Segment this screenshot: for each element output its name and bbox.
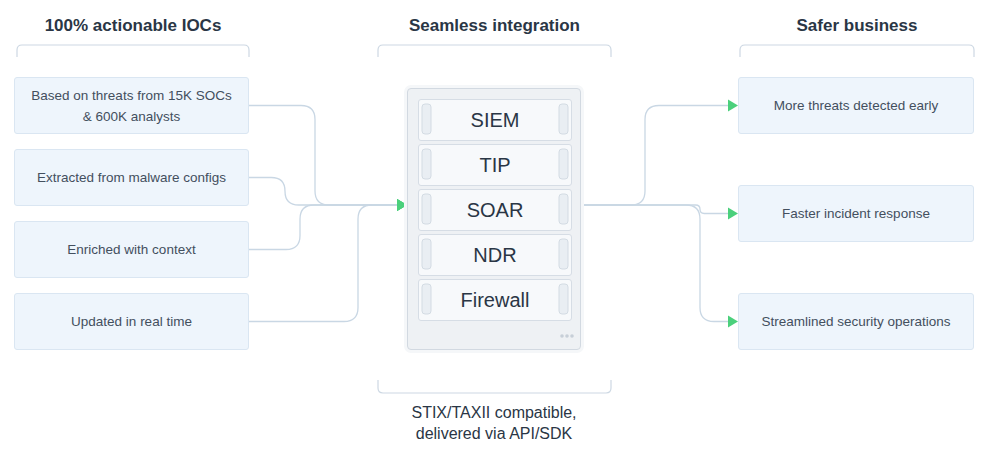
connector xyxy=(581,100,738,206)
connector xyxy=(249,199,407,322)
connector-line xyxy=(249,205,398,322)
source-box: Extracted from malware configs xyxy=(14,149,249,206)
box-text: TIP xyxy=(479,153,510,177)
box-text: Faster incident response xyxy=(782,203,930,224)
bracket xyxy=(17,45,249,57)
connector xyxy=(249,178,407,212)
connector-line xyxy=(581,106,729,206)
connector-line xyxy=(581,205,729,214)
arrow-head xyxy=(728,316,738,328)
arrow-head xyxy=(397,199,407,211)
column-heading: 100% actionable IOCs xyxy=(17,15,249,37)
box-text: NDR xyxy=(473,243,516,267)
connector-line xyxy=(249,106,398,206)
connector xyxy=(249,106,407,212)
box-text: Extracted from malware configs xyxy=(37,167,226,188)
bracket xyxy=(740,45,974,57)
rack-slot: Firewall xyxy=(418,279,572,321)
rack-slot: NDR xyxy=(418,234,572,276)
box-text: SIEM xyxy=(471,108,520,132)
connector-line xyxy=(581,205,729,322)
arrow-head xyxy=(728,100,738,112)
column-heading: Safer business xyxy=(740,15,974,37)
outcome-box: Streamlined security operations xyxy=(738,293,974,350)
arrow-head xyxy=(397,199,407,211)
bracket xyxy=(378,380,611,393)
rack-slot: SIEM xyxy=(418,99,572,141)
rack-slot: TIP xyxy=(418,144,572,186)
box-text: Firewall xyxy=(461,288,530,312)
box-text: Streamlined security operations xyxy=(761,311,950,332)
arrow-head xyxy=(397,199,407,211)
box-text: SOAR xyxy=(467,198,524,222)
footnote: STIX/TAXII compatible, delivered via API… xyxy=(389,402,599,444)
box-text: Updated in real time xyxy=(71,311,192,332)
connector xyxy=(249,199,407,250)
source-box: Based on threats from 15K SOCs & 600K an… xyxy=(14,77,249,134)
outcome-box: More threats detected early xyxy=(738,77,974,134)
source-box: Updated in real time xyxy=(14,293,249,350)
outcome-box: Faster incident response xyxy=(738,185,974,242)
box-text: Based on threats from 15K SOCs & 600K an… xyxy=(29,85,234,127)
connector xyxy=(581,205,738,220)
box-text: More threats detected early xyxy=(774,95,938,116)
connector-line xyxy=(249,205,398,250)
rack-slot: SOAR xyxy=(418,189,572,231)
arrow-head xyxy=(397,199,407,211)
connector-line xyxy=(249,178,398,206)
bracket xyxy=(378,45,611,57)
connector xyxy=(581,205,738,328)
server-rack: SIEM TIP SOAR NDR Firewall xyxy=(407,88,581,350)
box-text: Enriched with context xyxy=(67,239,195,260)
column-heading: Seamless integration xyxy=(378,15,611,37)
source-box: Enriched with context xyxy=(14,221,249,278)
arrow-head xyxy=(728,208,738,220)
